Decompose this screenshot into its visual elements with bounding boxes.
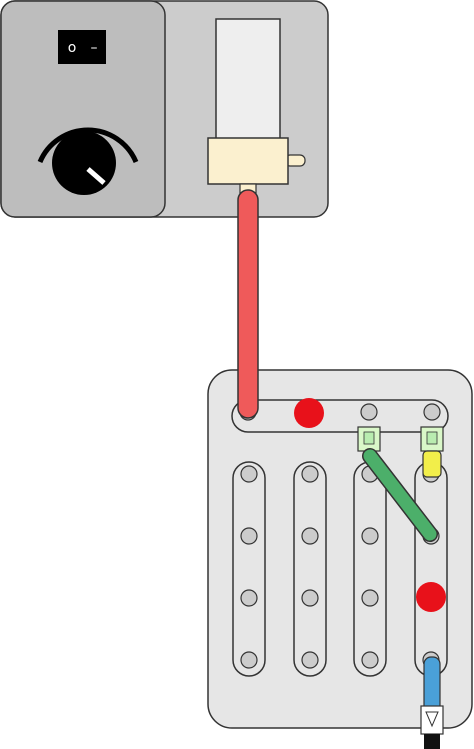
red-dot-top: [294, 398, 324, 428]
dial-knob[interactable]: [52, 131, 116, 195]
board-hole[interactable]: [240, 527, 258, 545]
dial-scale-arc: [37, 127, 139, 163]
syringe-barrel: [215, 18, 281, 142]
channel-column-2: [293, 461, 327, 677]
outlet-cable: [424, 734, 440, 749]
board-hole[interactable]: [301, 527, 319, 545]
dial-knob-icon[interactable]: [37, 127, 139, 195]
outlet-arrow-icon: [425, 711, 439, 728]
board-hole[interactable]: [361, 651, 379, 669]
power-switch-icon[interactable]: o –: [58, 30, 106, 64]
power-supply-unit: o –: [0, 0, 329, 218]
board-hole[interactable]: [301, 589, 319, 607]
fluidic-board: [207, 369, 473, 749]
red-dot-right-column: [416, 582, 446, 612]
board-hole[interactable]: [301, 465, 319, 483]
board-hole[interactable]: [423, 403, 441, 421]
control-panel: [0, 0, 166, 218]
board-hole[interactable]: [361, 589, 379, 607]
power-switch[interactable]: [58, 30, 106, 64]
board-hole[interactable]: [301, 651, 319, 669]
connector-green-right[interactable]: [420, 426, 444, 452]
connector-yellow[interactable]: [422, 450, 442, 478]
syringe-collar: [207, 137, 289, 185]
board-hole[interactable]: [361, 527, 379, 545]
switch-on-symbol: –: [91, 40, 98, 56]
board-hole[interactable]: [360, 403, 378, 421]
blue-tube[interactable]: [423, 656, 441, 714]
red-tube[interactable]: [237, 189, 259, 419]
board-hole[interactable]: [240, 465, 258, 483]
dial-pointer: [86, 167, 106, 185]
board-plate: [207, 369, 473, 729]
board-hole[interactable]: [240, 651, 258, 669]
connector-green-left[interactable]: [357, 426, 381, 452]
green-tube[interactable]: [363, 449, 437, 541]
board-hole[interactable]: [240, 589, 258, 607]
switch-off-symbol: o: [68, 40, 77, 56]
channel-column-1: [232, 461, 266, 677]
